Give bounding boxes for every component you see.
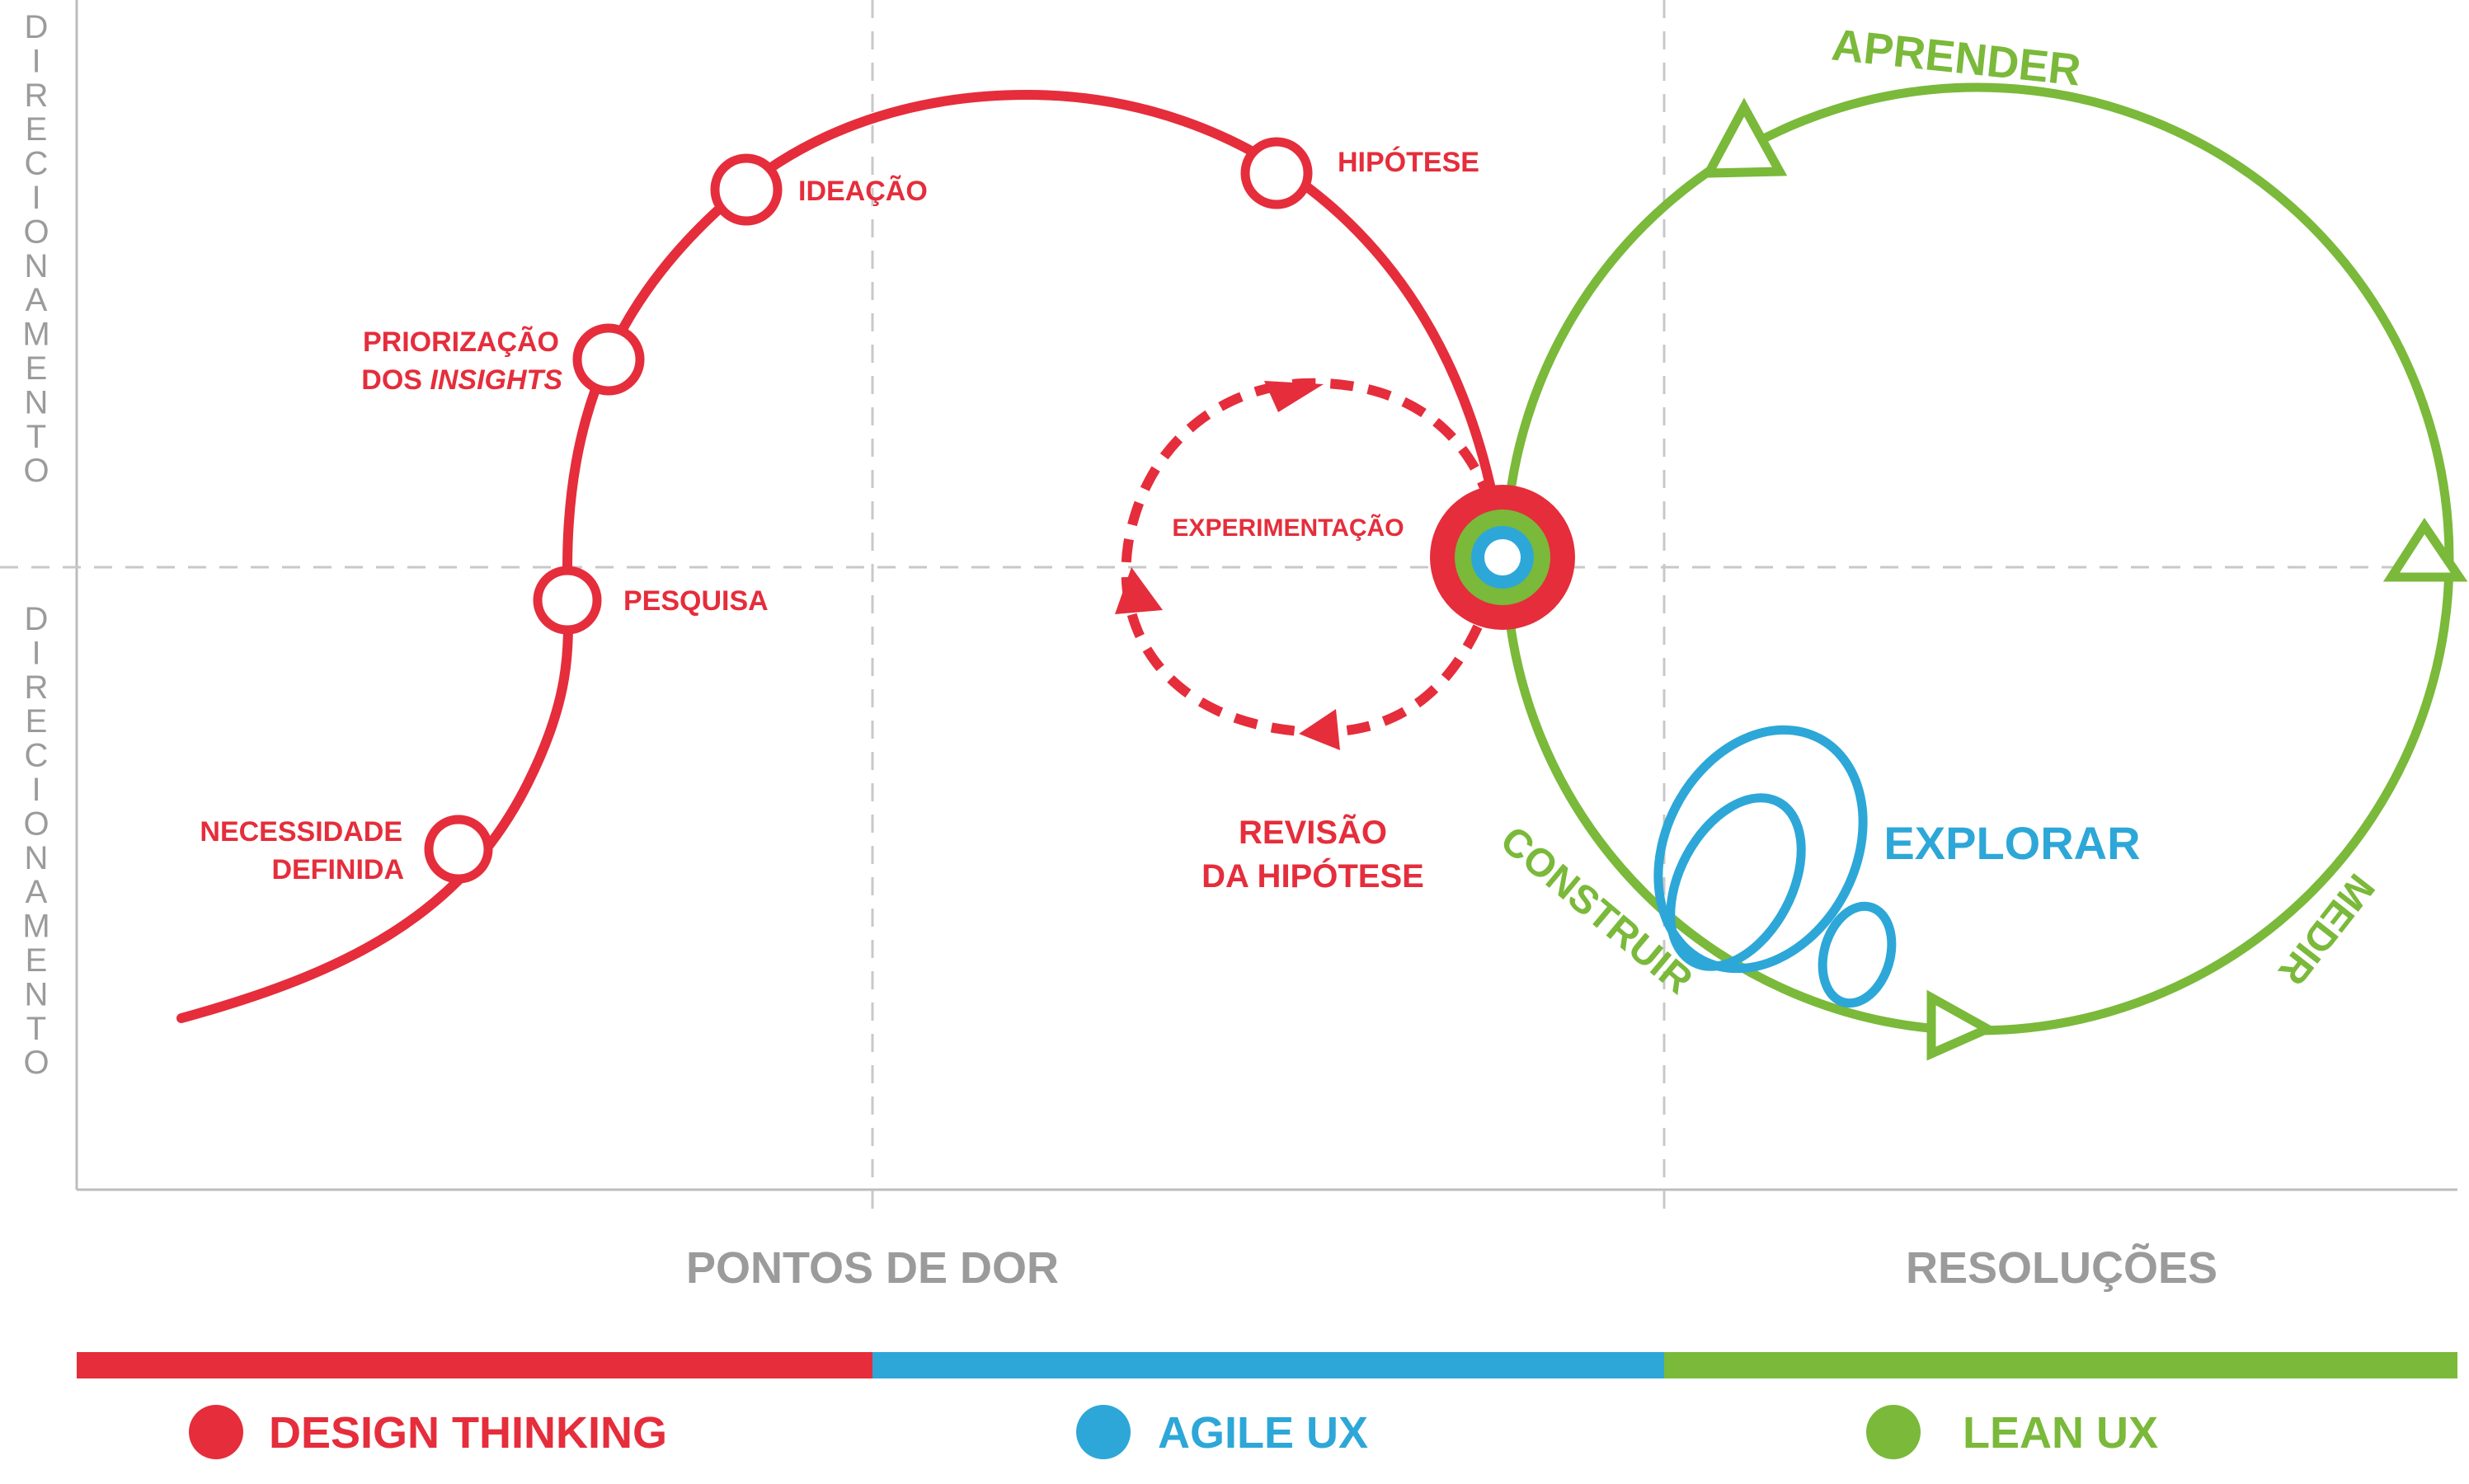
design-thinking-curve xyxy=(176,89,1507,1023)
label-medir: MEDIR xyxy=(2269,866,2382,993)
lean-ux-cycle xyxy=(1501,82,2454,1036)
legend-label-design-thinking: DESIGN THINKING xyxy=(269,1408,667,1458)
label-explorar: EXPLORAR xyxy=(1883,817,2140,869)
experimentation-dashed-loop xyxy=(1121,378,1502,738)
legend-color-bar xyxy=(77,1352,2457,1378)
agile-ellipse-medium xyxy=(1666,793,1806,971)
legend-bar-green xyxy=(1664,1352,2457,1378)
x-left-label: PONTOS DE DOR xyxy=(686,1243,1059,1293)
legend: DESIGN THINKING AGILE UX LEAN UX xyxy=(189,1405,2158,1459)
agile-ellipse-small xyxy=(1818,901,1897,1008)
step-pesquisa-node xyxy=(533,566,602,635)
x-right-label: RESOLUÇÕES xyxy=(1906,1243,2217,1293)
step-hipotese-node xyxy=(1240,137,1313,209)
label-revisao-line2: DA HIPÓTESE xyxy=(1202,857,1424,895)
step-ideacao-node xyxy=(710,153,783,226)
legend-dot-design-thinking xyxy=(189,1405,243,1459)
label-priorizacao-line2-prefix: DOS xyxy=(361,364,430,396)
agile-ellipse-large xyxy=(1653,725,1868,974)
legend-label-lean-ux: LEAN UX xyxy=(1963,1408,2158,1458)
lean-arrow-bottom xyxy=(1926,989,1998,1061)
label-pesquisa: PESQUISA xyxy=(623,585,769,617)
step-priorizacao-node xyxy=(572,323,645,396)
label-priorizacao-line1: PRIORIZAÇÃO xyxy=(363,326,559,358)
legend-dot-lean-ux xyxy=(1866,1405,1921,1459)
label-necessidade-line2: DEFINIDA xyxy=(271,854,404,885)
label-priorizacao-line2: DOS INSIGHTS xyxy=(361,364,562,396)
label-revisao-line1: REVISÃO xyxy=(1239,813,1387,851)
lean-arrow-right xyxy=(2382,518,2468,582)
label-ideacao: IDEAÇÃO xyxy=(798,176,928,207)
step-necessidade-node xyxy=(424,815,493,884)
label-hipotese: HIPÓTESE xyxy=(1338,147,1479,178)
legend-bar-blue xyxy=(872,1352,1664,1378)
agile-ux-explore-shapes xyxy=(1653,725,1897,1008)
label-necessidade-line1: NECESSIDADE xyxy=(200,816,402,848)
exp-arrow-left xyxy=(1115,567,1163,614)
exp-arrow-top xyxy=(1264,381,1324,412)
exp-arrow-bottom xyxy=(1299,709,1340,750)
lean-arrow-top xyxy=(1700,97,1788,178)
label-experimentacao: EXPERIMENTAÇÃO xyxy=(1172,514,1404,542)
convergence-center xyxy=(1484,539,1521,575)
label-priorizacao-line2-italic: INSIGHTS xyxy=(430,364,562,396)
convergence-node xyxy=(1430,485,1575,630)
legend-bar-red xyxy=(77,1352,872,1378)
axes-grid xyxy=(0,0,2457,1212)
legend-dot-agile-ux xyxy=(1076,1405,1131,1459)
legend-label-agile-ux: AGILE UX xyxy=(1158,1408,1368,1458)
